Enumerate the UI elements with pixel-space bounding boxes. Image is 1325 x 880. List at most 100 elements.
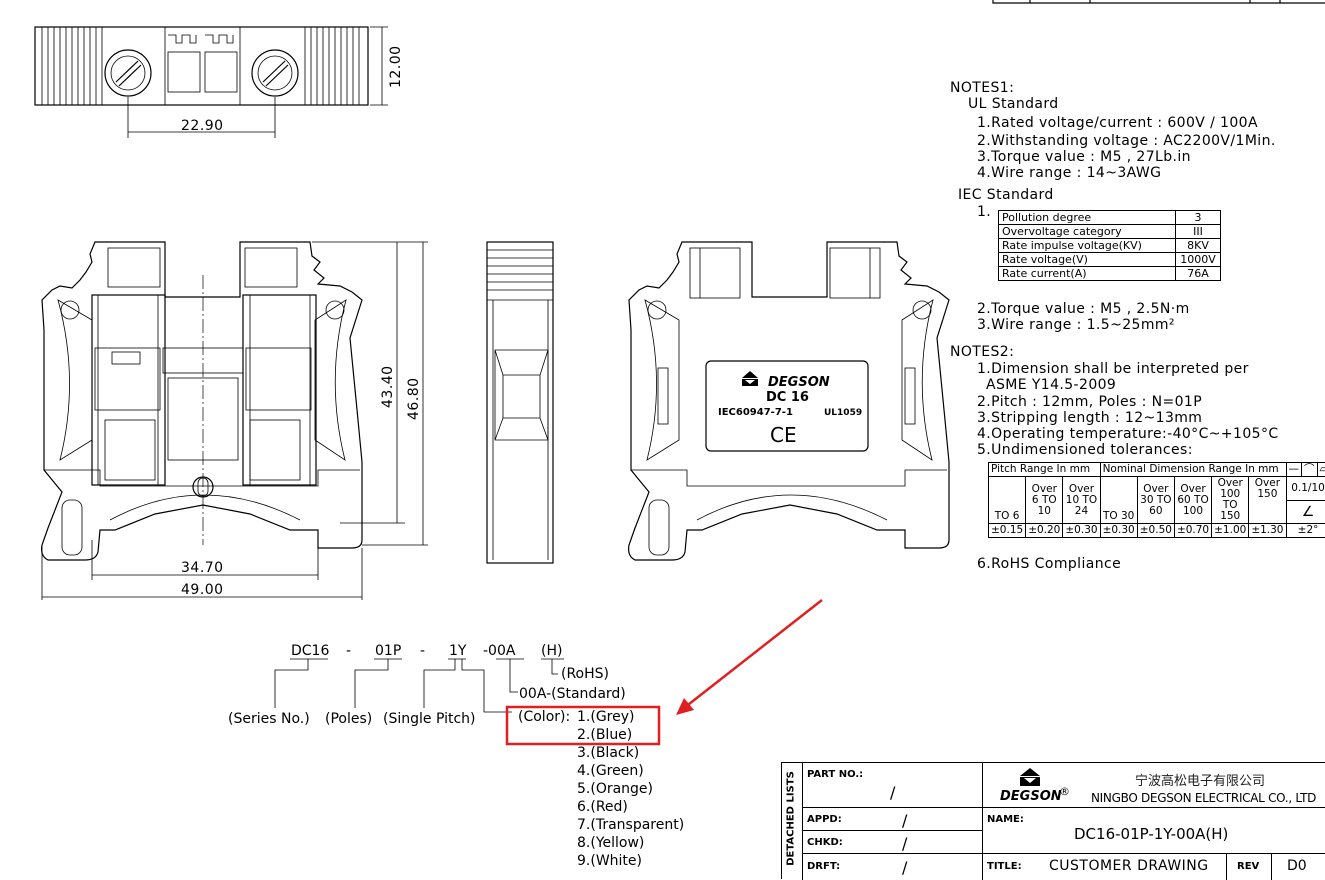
poles-label: (Poles) xyxy=(325,711,372,727)
label-model: DC 16 xyxy=(766,390,809,405)
company-name-en: NINGBO DEGSON ELECTRICAL CO., LTD xyxy=(1091,791,1316,805)
color-option: 3.(Black) xyxy=(577,745,639,761)
cell: Over 150 xyxy=(1249,477,1286,524)
cell: Rate impulse voltage(KV) xyxy=(999,239,1176,253)
cell: Rate current(A) xyxy=(999,267,1176,281)
cell: ±1.30 xyxy=(1249,524,1286,538)
cell: Overvoltage category xyxy=(999,225,1176,239)
cell: ±0.70 xyxy=(1174,524,1211,538)
color-option: 9.(White) xyxy=(577,853,642,869)
chkd-value: / xyxy=(902,834,907,853)
note-item: ASME Y14.5-2009 xyxy=(986,377,1116,393)
dim-12-00: 12.00 xyxy=(388,45,404,88)
table-row: Rate current(A)76A xyxy=(999,267,1221,281)
dim-43-40: 43.40 xyxy=(380,365,396,408)
drft-value: / xyxy=(902,858,907,877)
tolerance-table: Pitch Range In mm Nominal Dimension Rang… xyxy=(988,462,1325,538)
ce-mark: CE xyxy=(770,423,797,447)
angle-icon: ∠ xyxy=(1287,501,1325,523)
color-option: 8.(Yellow) xyxy=(577,835,644,851)
cell: III xyxy=(1176,225,1221,239)
dim-49-00: 49.00 xyxy=(181,582,224,598)
iec-index: 1. xyxy=(977,204,991,220)
cell: Rate voltage(V) xyxy=(999,253,1176,267)
top-view: 22.90 12.00 xyxy=(35,27,404,138)
company-name-cn: 宁波高松电子有限公司 xyxy=(1135,770,1265,789)
cell: TO 6 xyxy=(989,477,1026,524)
table-row: TO 6 Over 6 TO 10 Over 10 TO 24 TO 30 Ov… xyxy=(989,477,1325,524)
part-no-value: / xyxy=(890,783,895,802)
iec-item: 3.Wire range : 1.5~25mm² xyxy=(977,317,1175,333)
rev-value: D0 xyxy=(1287,858,1307,874)
dim-34-70: 34.70 xyxy=(181,560,224,576)
color-option: 6.(Red) xyxy=(577,799,628,815)
cell: Over 10 TO 24 xyxy=(1063,477,1100,524)
color-label: (Color): xyxy=(518,709,570,725)
cell: ±1.00 xyxy=(1212,524,1249,538)
brand-logo: DEGSON xyxy=(1000,789,1062,804)
table-row: ±0.15 ±0.20 ±0.30 ±0.30 ±0.50 ±0.70 ±1.0… xyxy=(989,524,1325,538)
standard-label: 00A-(Standard) xyxy=(519,686,626,702)
flatness-icon: ▱ xyxy=(1317,463,1325,477)
cell: TO 30 xyxy=(1100,477,1137,524)
arrow-head-icon xyxy=(676,698,694,715)
series-label: (Series No.) xyxy=(228,711,310,727)
name-label: NAME: xyxy=(987,814,1024,825)
rohs-label: (RoHS) xyxy=(561,666,609,682)
profile-icon: ⌒ xyxy=(1302,463,1318,477)
pitch-label: (Single Pitch) xyxy=(383,711,476,727)
title-block: DETACHED LISTS PART NO.: / APPD: / CHKD:… xyxy=(781,762,1325,879)
table-row: Rate voltage(V)1000V xyxy=(999,253,1221,267)
pn-rohs: (H) xyxy=(541,643,562,659)
label-ul: UL1059 xyxy=(824,408,862,418)
note-item: 6.RoHS Compliance xyxy=(977,556,1121,572)
front-view: 43.40 46.80 34.70 49.00 xyxy=(42,242,428,600)
cell: Over 6 TO 10 xyxy=(1026,477,1063,524)
ul-item: 1.Rated voltage/current : 600V / 100A xyxy=(977,115,1258,131)
cell: Nominal Dimension Range In mm xyxy=(1100,463,1286,477)
dim-22-90: 22.90 xyxy=(181,118,224,134)
label-iec: IEC60947-7-1 xyxy=(718,407,793,418)
cell: ±0.30 xyxy=(1100,524,1137,538)
notes1-title: NOTES1: xyxy=(950,80,1014,96)
pn-standard: -00A xyxy=(483,643,516,659)
chkd-label: CHKD: xyxy=(807,837,843,848)
pn-series: DC16 xyxy=(291,643,329,659)
note-item: 3.Stripping length : 12~13mm xyxy=(977,410,1202,426)
name-value: DC16-01P-1Y-00A(H) xyxy=(1074,825,1228,843)
cell: Over 30 TO 60 xyxy=(1137,477,1174,524)
cell: ±0.50 xyxy=(1137,524,1174,538)
cell: ±2° xyxy=(1286,524,1325,538)
cell: ±0.20 xyxy=(1026,524,1063,538)
ul-item: 3.Torque value : M5 , 27Lb.in xyxy=(977,149,1191,165)
color-option: 4.(Green) xyxy=(577,763,644,779)
degson-logo-icon xyxy=(1018,767,1042,787)
ul-item: 2.Withstanding voltage : AC2200V/1Min. xyxy=(977,133,1276,149)
pn-dash: - xyxy=(346,643,351,659)
detached-lists-label: DETACHED LISTS xyxy=(786,764,797,874)
title-label: TITLE: xyxy=(987,861,1022,872)
cell: 3 xyxy=(1176,211,1221,225)
color-option: 5.(Orange) xyxy=(577,781,653,797)
color-option: 2.(Blue) xyxy=(577,727,632,743)
iec-standard-title: IEC Standard xyxy=(958,187,1054,203)
dim-46-80: 46.80 xyxy=(406,377,422,420)
ul-item: 4.Wire range : 14~3AWG xyxy=(977,165,1161,181)
red-arrow xyxy=(684,600,822,708)
note-item: 1.Dimension shall be interpreted per xyxy=(977,361,1249,377)
registered-mark: ® xyxy=(1059,785,1070,798)
color-option: 1.(Grey) xyxy=(577,709,634,725)
pn-pitch-color: 1Y xyxy=(449,643,467,659)
ul-standard-title: UL Standard xyxy=(968,96,1059,112)
rear-view: DEGSON DC 16 IEC60947-7-1 UL1059 CE xyxy=(629,242,949,560)
iec-item: 2.Torque value : M5 , 2.5N·m xyxy=(977,301,1190,317)
table-row: Rate impulse voltage(KV)8KV xyxy=(999,239,1221,253)
cell: Pitch Range In mm xyxy=(989,463,1101,477)
flatness-value: 0.1/10 xyxy=(1287,477,1325,501)
color-option: 7.(Transparent) xyxy=(577,817,684,833)
note-item: 4.Operating temperature:-40°C~+105°C xyxy=(977,426,1279,442)
appd-label: APPD: xyxy=(807,814,842,825)
cell: 1000V xyxy=(1176,253,1221,267)
